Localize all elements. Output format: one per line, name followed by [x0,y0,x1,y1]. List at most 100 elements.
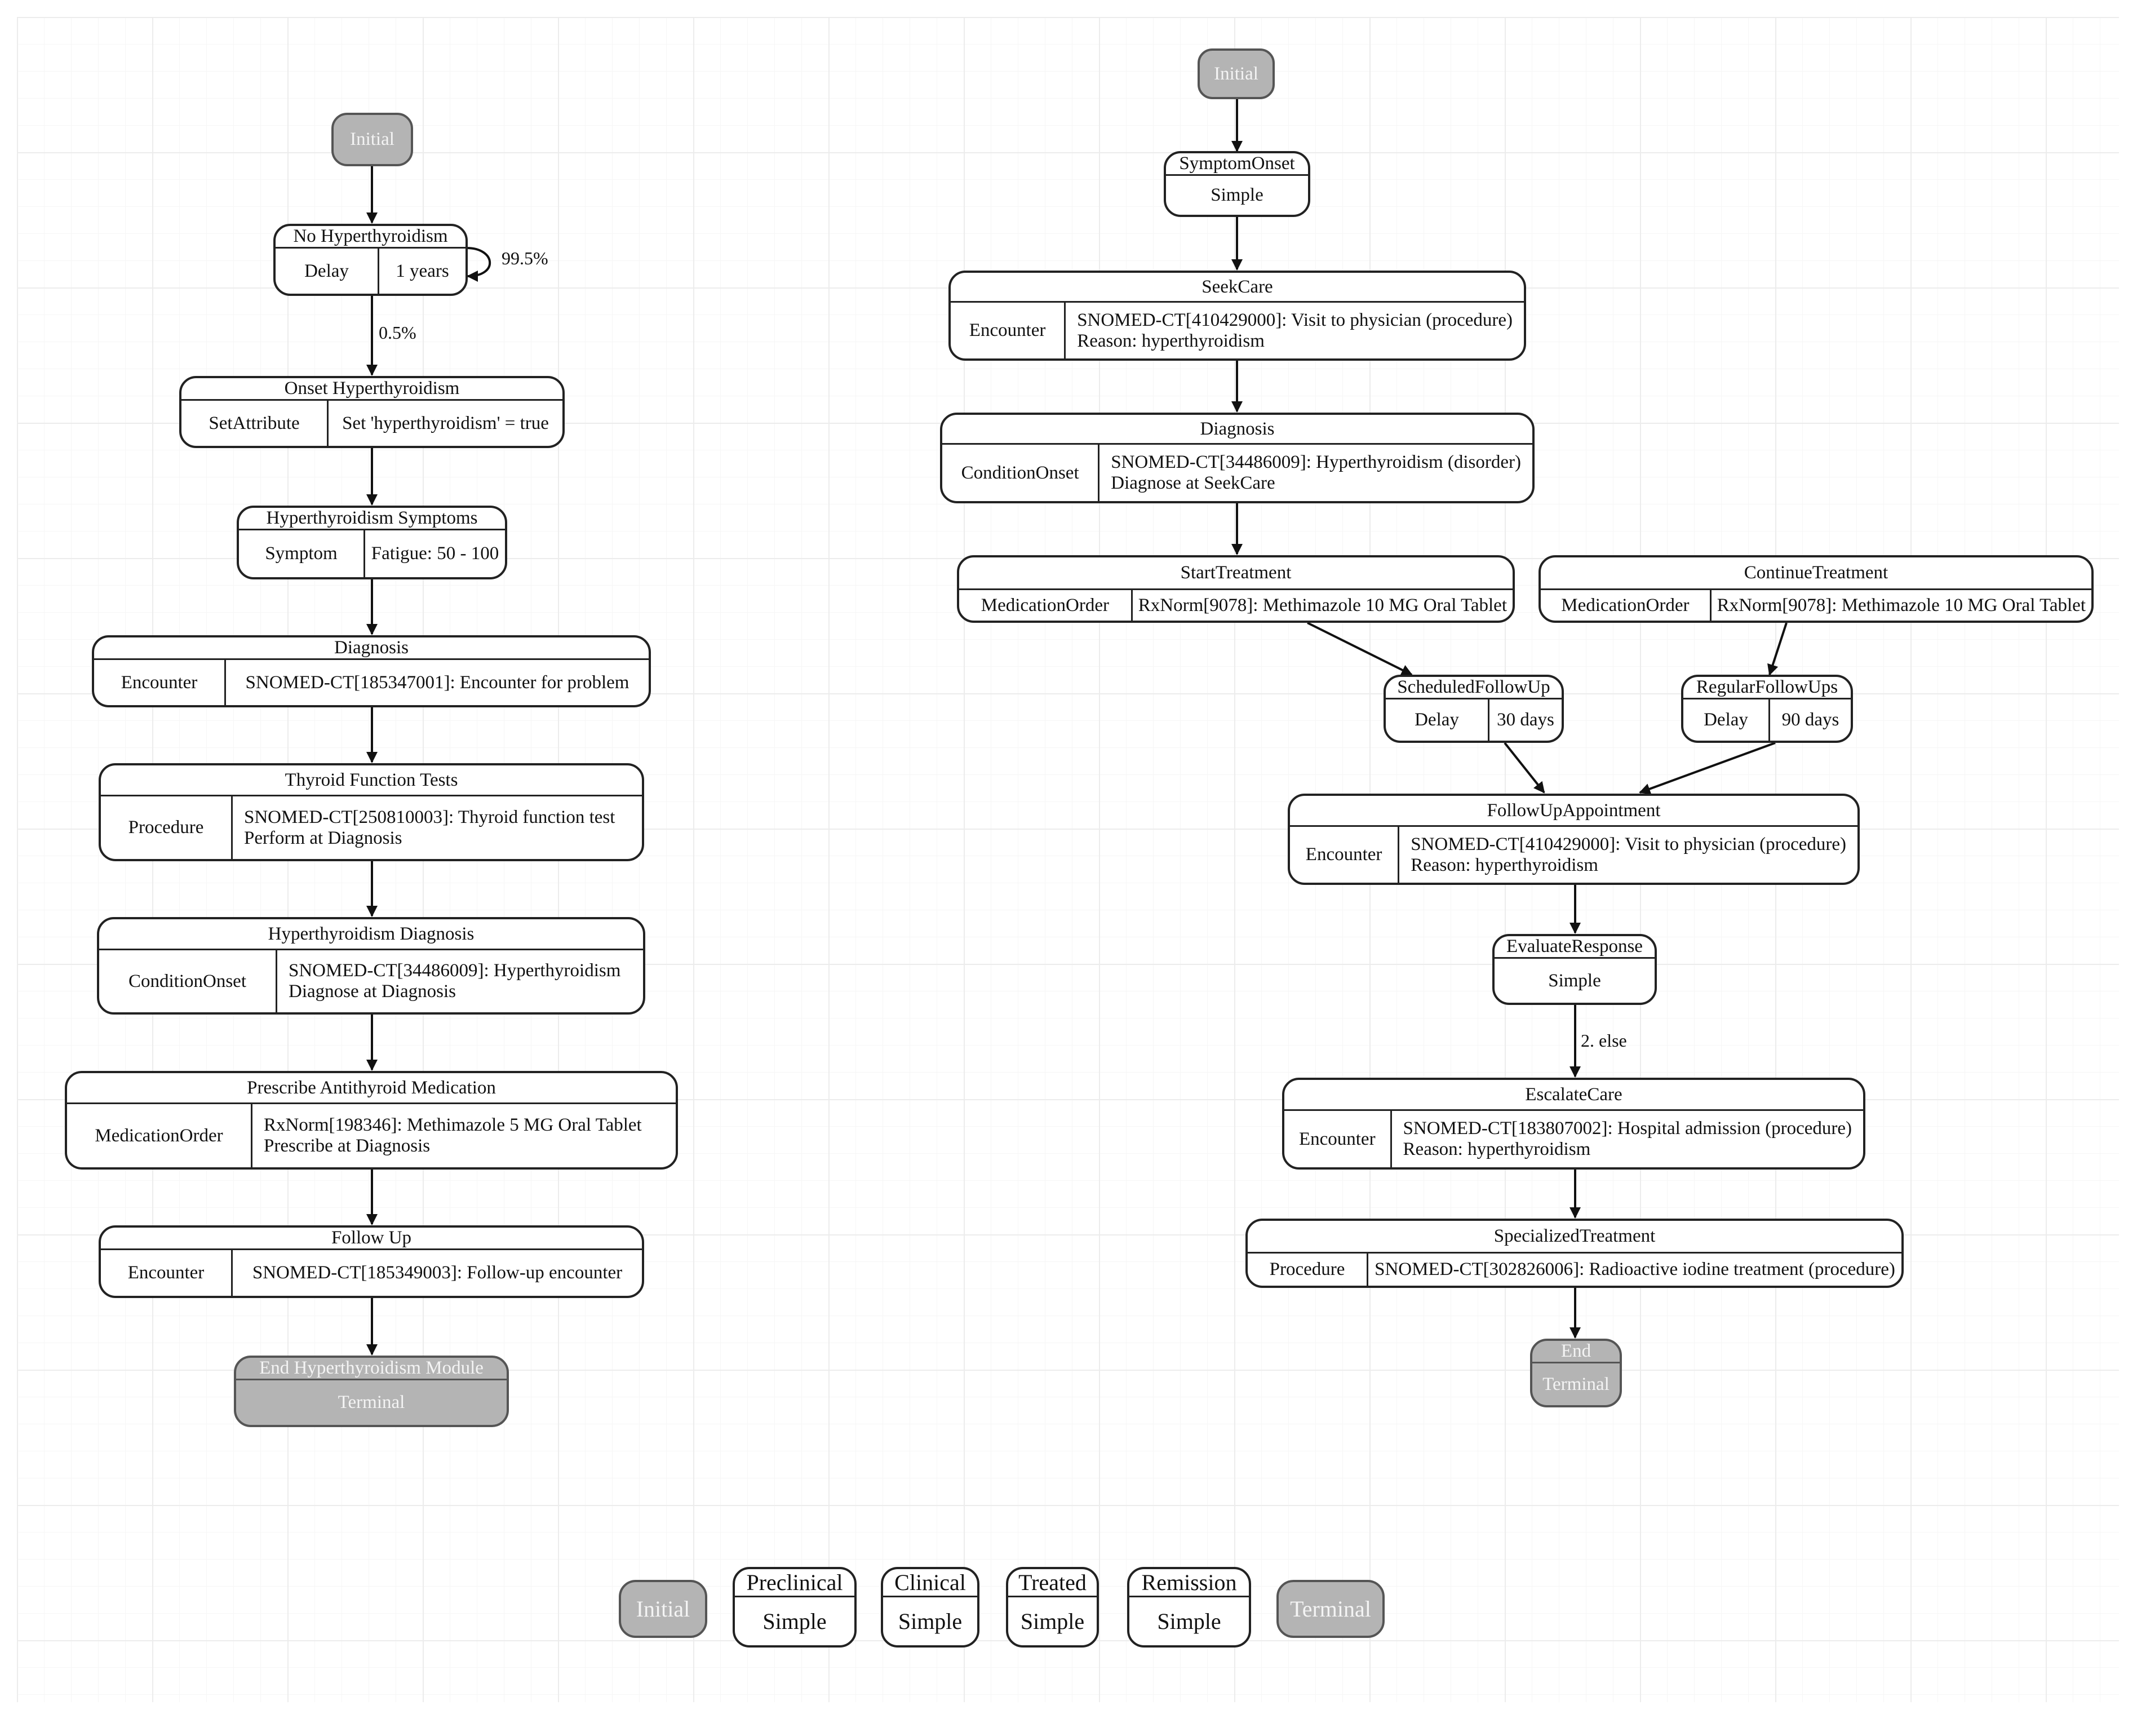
node-title: EvaluateResponse [1495,936,1655,959]
legend-title: Remission [1129,1569,1249,1597]
node-seekcare[interactable]: SeekCare Encounter SNOMED-CT[410429000]:… [948,271,1526,361]
node-title: Diagnosis [94,637,649,660]
node-value: SNOMED-CT[185347001]: Encounter for prob… [245,672,629,693]
legend-clinical: Clinical Simple [881,1567,979,1648]
node-title: Hyperthyroidism Diagnosis [99,919,643,950]
node-type: Delay [276,249,379,294]
edge-continue-to-regular [1767,622,1788,676]
node-prescribe-antithyroid-medication[interactable]: Prescribe Antithyroid Medication Medicat… [65,1071,678,1170]
node-title: EscalateCare [1284,1080,1863,1111]
node-title: ContinueTreatment [1541,557,2091,590]
node-type: Encounter [1290,827,1400,883]
node-type: Procedure [101,796,233,859]
node-hyperthyroidism-diagnosis[interactable]: Hyperthyroidism Diagnosis ConditionOnset… [97,917,645,1015]
node-value: 90 days [1781,710,1839,730]
edge-regular-to-appt [1639,742,1776,795]
node-type: Delay [1683,699,1770,741]
node-r-end[interactable]: End Terminal [1530,1339,1622,1407]
node-r-initial[interactable]: Initial [1198,48,1275,99]
legend-initial-label: Initial [636,1596,690,1622]
node-regular-followups[interactable]: RegularFollowUps Delay 90 days [1681,675,1853,743]
node-line-2: Prescribe at Diagnosis [264,1136,431,1156]
legend-title: Preclinical [735,1569,854,1597]
node-followup-appointment[interactable]: FollowUpAppointment Encounter SNOMED-CT[… [1288,794,1860,885]
legend-initial: Initial [619,1580,707,1638]
edge-scheduled-to-appt [1504,742,1545,794]
node-value: Set 'hyperthyroidism' = true [342,413,549,433]
node-type: MedicationOrder [1541,590,1712,621]
node-title: Prescribe Antithyroid Medication [67,1073,676,1104]
legend-preclinical: Preclinical Simple [733,1567,857,1648]
node-title: No Hyperthyroidism [276,226,465,249]
node-title: Diagnosis [942,415,1532,445]
node-line-1: SNOMED-CT[250810003]: Thyroid function t… [244,807,615,827]
node-initial-label: Initial [350,129,394,149]
node-value: SNOMED-CT[185349003]: Follow-up encounte… [252,1263,623,1283]
node-type: SetAttribute [181,401,329,446]
node-value: RxNorm[9078]: Methimazole 10 MG Oral Tab… [1717,595,2086,615]
node-line-1: SNOMED-CT[34486009]: Hyperthyroidism (di… [1111,452,1521,472]
node-sub: Simple [1548,970,1601,991]
node-title: RegularFollowUps [1683,677,1851,699]
node-title: End [1532,1341,1620,1363]
node-title: Onset Hyperthyroidism [181,378,562,401]
node-title: FollowUpAppointment [1290,796,1857,827]
edge-label-else: 2. else [1581,1030,1627,1051]
legend-sub: Simple [1020,1609,1085,1634]
node-end-hyperthyroidism-module[interactable]: End Hyperthyroidism Module Terminal [234,1356,509,1427]
node-type: Procedure [1248,1254,1368,1286]
legend-terminal-label: Terminal [1290,1596,1371,1622]
node-line-2: Diagnose at Diagnosis [289,981,456,1002]
node-evaluate-response[interactable]: EvaluateResponse Simple [1492,934,1657,1005]
node-type: Encounter [101,1250,233,1296]
node-value: 30 days [1497,710,1554,730]
legend-sub: Simple [762,1609,827,1634]
node-title: SeekCare [951,273,1524,303]
node-line-2: Diagnose at SeekCare [1111,473,1275,493]
node-title: Thyroid Function Tests [101,765,642,796]
node-value: SNOMED-CT[302826006]: Radioactive iodine… [1375,1259,1895,1279]
node-line-2: Reason: hyperthyroidism [1403,1139,1591,1159]
node-line-1: RxNorm[198346]: Methimazole 5 MG Oral Ta… [264,1115,642,1135]
node-title: End Hyperthyroidism Module [236,1358,507,1380]
node-sub: Terminal [1542,1374,1610,1394]
node-sub: Terminal [338,1392,405,1412]
node-line-1: SNOMED-CT[410429000]: Visit to physician… [1077,309,1513,330]
edge-start-to-scheduled [1307,622,1413,676]
edge-label-0-5: 0.5% [379,322,416,343]
node-type: ConditionOnset [942,445,1100,501]
node-sub: Simple [1211,185,1263,205]
edge-self-loop [466,247,491,282]
legend-title: Treated [1008,1569,1097,1597]
node-escalate-care[interactable]: EscalateCare Encounter SNOMED-CT[1838070… [1282,1078,1865,1170]
legend-sub: Simple [1157,1609,1221,1634]
node-initial[interactable]: Initial [331,113,413,166]
legend-treated: Treated Simple [1006,1567,1099,1648]
node-r-diagnosis[interactable]: Diagnosis ConditionOnset SNOMED-CT[34486… [940,413,1535,503]
node-title: ScheduledFollowUp [1386,677,1562,699]
node-type: MedicationOrder [67,1104,252,1167]
node-line-2: Reason: hyperthyroidism [1411,854,1598,875]
node-type: ConditionOnset [99,950,277,1012]
node-value: RxNorm[9078]: Methimazole 10 MG Oral Tab… [1138,595,1507,615]
node-title: Hyperthyroidism Symptoms [239,508,505,530]
node-line-1: SNOMED-CT[410429000]: Visit to physician… [1411,834,1846,854]
node-value: Fatigue: 50 - 100 [371,543,499,564]
node-thyroid-function-tests[interactable]: Thyroid Function Tests Procedure SNOMED-… [99,763,644,861]
node-onset-hyperthyroidism[interactable]: Onset Hyperthyroidism SetAttribute Set 'h… [179,376,565,448]
edge-label-99-5: 99.5% [502,248,548,268]
node-symptom-onset[interactable]: SymptomOnset Simple [1164,151,1310,217]
legend-remission: Remission Simple [1127,1567,1251,1648]
node-type: MedicationOrder [959,590,1133,621]
node-type: Encounter [951,303,1066,358]
node-initial-label: Initial [1214,63,1258,84]
